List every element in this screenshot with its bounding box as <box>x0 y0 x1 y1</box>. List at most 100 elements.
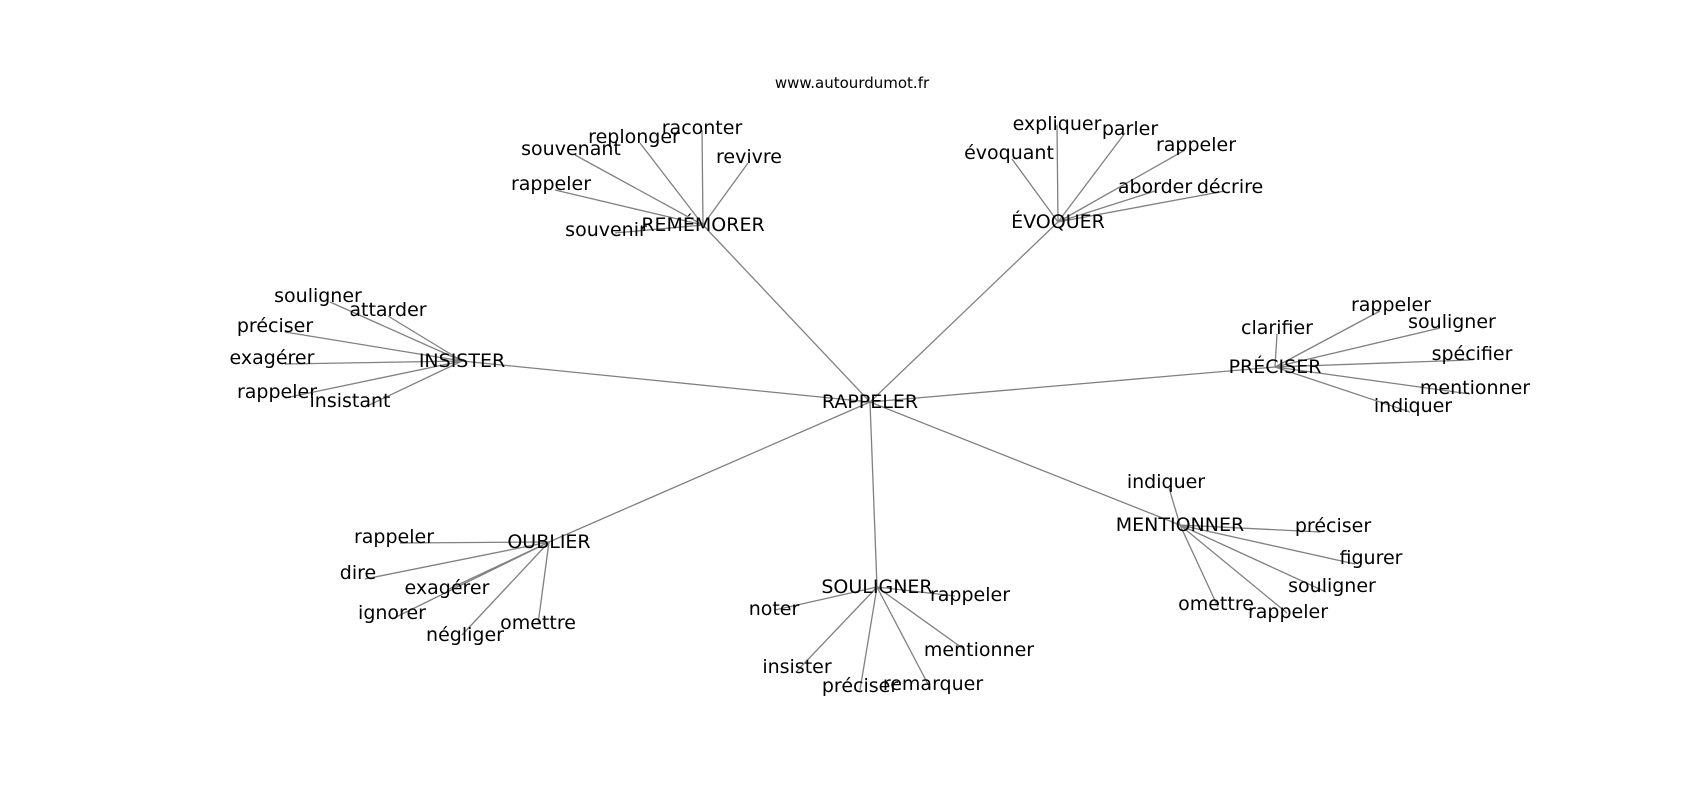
edge-mentionner-rappeler <box>1179 524 1288 614</box>
child-node-souligner[interactable]: souligner <box>1288 575 1376 597</box>
child-node-omettre[interactable]: omettre <box>500 612 576 634</box>
edge-center-evoquer <box>869 221 1059 403</box>
labels-layer: www.autourdumot.fr RAPPELERREMÉMORERsouv… <box>230 74 1531 697</box>
edge-souligner-remarquer <box>876 586 931 689</box>
edge-mentionner-souligner <box>1179 524 1327 593</box>
child-node-preciser[interactable]: préciser <box>237 315 313 337</box>
edge-evoquer-aborder <box>1057 190 1156 223</box>
group-node-souligner[interactable]: SOULIGNER <box>821 576 932 598</box>
child-node-omettre[interactable]: omettre <box>1178 593 1254 615</box>
edge-souligner-rappeler <box>876 586 956 597</box>
edge-insister-preciser <box>284 331 463 362</box>
child-node-clarifier[interactable]: clarifier <box>1241 317 1313 339</box>
edge-evoquer-evoquant <box>1011 158 1059 223</box>
child-node-raconter[interactable]: raconter <box>662 117 743 139</box>
edge-mentionner-figurer <box>1179 524 1356 565</box>
child-node-noter[interactable]: noter <box>749 598 800 620</box>
group-node-preciser[interactable]: PRÉCISER <box>1229 355 1322 378</box>
edge-rememorer-replonger <box>639 142 704 226</box>
child-node-replonger[interactable]: replonger <box>588 126 680 148</box>
child-node-indiquer[interactable]: indiquer <box>1374 395 1452 417</box>
edge-center-mentionner <box>869 401 1181 526</box>
child-node-mentionner[interactable]: mentionner <box>1420 377 1530 399</box>
edge-rememorer-raconter <box>701 129 704 226</box>
edge-souligner-noter <box>774 586 878 611</box>
child-node-souvenant[interactable]: souvenant <box>521 138 621 160</box>
site-url[interactable]: www.autourdumot.fr <box>775 74 930 92</box>
edge-evoquer-decrire <box>1057 190 1226 223</box>
edge-mentionner-omettre <box>1179 524 1219 608</box>
edge-souligner-preciser <box>859 586 878 691</box>
child-node-mentionner[interactable]: mentionner <box>924 639 1034 661</box>
edge-rememorer-souvenir <box>614 224 704 234</box>
edge-evoquer-parler <box>1057 132 1126 223</box>
child-node-aborder[interactable]: aborder <box>1118 176 1193 198</box>
child-node-rappeler[interactable]: rappeler <box>1351 294 1431 316</box>
edge-rememorer-souvenant <box>574 154 704 226</box>
child-node-rappeler[interactable]: rappeler <box>1156 134 1236 156</box>
child-node-indiquer[interactable]: indiquer <box>1127 471 1205 493</box>
child-node-insister[interactable]: insister <box>762 656 832 678</box>
group-node-oublier[interactable]: OUBLIER <box>507 531 590 553</box>
child-node-souvenir[interactable]: souvenir <box>565 219 647 241</box>
child-node-rappeler[interactable]: rappeler <box>511 173 591 195</box>
group-node-evoquer[interactable]: ÉVOQUER <box>1011 210 1105 233</box>
child-node-specifier[interactable]: spécifier <box>1432 343 1513 365</box>
edge-center-souligner <box>869 401 878 588</box>
edge-mentionner-preciser <box>1179 524 1321 533</box>
child-node-souligner[interactable]: souligner <box>274 285 362 307</box>
child-node-expliquer[interactable]: expliquer <box>1013 113 1102 135</box>
child-node-parler[interactable]: parler <box>1102 118 1158 140</box>
edges-layer <box>284 124 1471 691</box>
edge-insister-insistant <box>364 360 463 408</box>
child-node-preciser[interactable]: préciser <box>1295 515 1371 537</box>
child-node-exagerer[interactable]: exagérer <box>405 577 490 599</box>
edge-preciser-clarifier <box>1274 333 1278 368</box>
edge-mentionner-indiquer <box>1168 487 1181 526</box>
child-node-insistant[interactable]: insistant <box>310 390 391 412</box>
child-node-preciser[interactable]: préciser <box>822 675 898 697</box>
edge-insister-exagerer <box>284 360 463 365</box>
group-node-rememorer[interactable]: REMÉMORER <box>641 213 764 236</box>
edge-center-insister <box>461 360 871 403</box>
edge-preciser-indiquer <box>1274 366 1411 413</box>
edge-oublier-ignorer <box>391 541 550 620</box>
edge-evoquer-expliquer <box>1056 124 1059 223</box>
edge-preciser-specifier <box>1274 359 1471 368</box>
child-node-rappeler[interactable]: rappeler <box>930 584 1010 606</box>
child-node-ignorer[interactable]: ignorer <box>358 602 426 624</box>
group-node-insister[interactable]: INSISTER <box>419 350 505 372</box>
edge-souligner-mentionner <box>876 586 966 651</box>
child-node-decrire[interactable]: décrire <box>1197 176 1263 198</box>
child-node-exagerer[interactable]: exagérer <box>230 347 315 369</box>
child-node-revivre[interactable]: revivre <box>716 146 782 168</box>
edge-center-oublier <box>548 401 871 543</box>
child-node-attarder[interactable]: attarder <box>349 299 426 321</box>
child-node-souligner[interactable]: souligner <box>1408 311 1496 333</box>
edge-souligner-insister <box>796 586 878 672</box>
edge-preciser-rappeler <box>1274 310 1381 368</box>
edge-rememorer-revivre <box>702 162 749 226</box>
child-node-rappeler[interactable]: rappeler <box>237 381 317 403</box>
child-node-dire[interactable]: dire <box>340 562 376 584</box>
child-node-figurer[interactable]: figurer <box>1340 547 1403 569</box>
center-node[interactable]: RAPPELER <box>822 391 918 413</box>
edge-oublier-omettre <box>537 541 550 625</box>
child-node-rappeler[interactable]: rappeler <box>1248 601 1328 623</box>
edge-oublier-negliger <box>461 541 550 636</box>
edge-insister-attarder <box>387 315 463 362</box>
edge-insister-rappeler <box>284 360 463 399</box>
group-node-mentionner[interactable]: MENTIONNER <box>1116 514 1244 536</box>
edge-rememorer-rappeler <box>554 189 704 226</box>
edge-center-rememorer <box>702 224 871 403</box>
child-node-negliger[interactable]: négliger <box>426 624 504 646</box>
child-node-remarquer[interactable]: remarquer <box>883 673 984 695</box>
edge-evoquer-rappeler <box>1057 149 1186 223</box>
child-node-rappeler[interactable]: rappeler <box>354 526 434 548</box>
child-node-evoquant[interactable]: évoquant <box>964 142 1054 164</box>
edge-oublier-dire <box>364 541 550 580</box>
edge-preciser-mentionner <box>1274 366 1471 395</box>
edge-oublier-rappeler <box>399 541 550 544</box>
edge-preciser-souligner <box>1274 327 1441 368</box>
